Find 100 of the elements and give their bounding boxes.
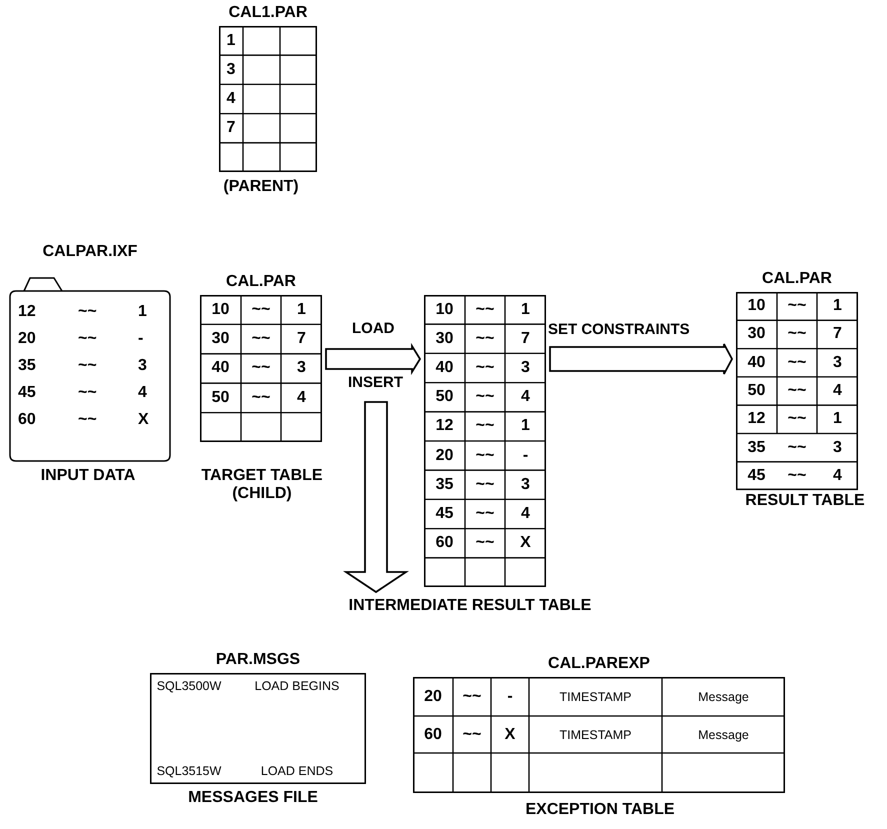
cell-value: 45 [18, 384, 36, 402]
cell-value: 3 [521, 476, 530, 494]
cell-value: 1 [138, 302, 147, 320]
cell-value: ~~ [476, 388, 494, 406]
cell-value: 10 [212, 300, 230, 319]
cell-value: 3 [138, 356, 147, 374]
cell-value: 45 [436, 504, 454, 523]
cell-value: 40 [748, 354, 766, 372]
table-caption: MESSAGES FILE [187, 789, 319, 807]
cell-value: ~~ [788, 438, 806, 457]
cell-value: LOAD BEGINS [254, 679, 340, 693]
cell-value: 10 [436, 300, 454, 319]
cell-value: ~~ [252, 388, 270, 407]
data-table [424, 295, 546, 587]
cell-value: 3 [297, 359, 306, 378]
cell-value: 3 [833, 438, 842, 457]
cell-value: 60 [18, 410, 36, 428]
cell-value: ~~ [788, 466, 806, 485]
cell-value: 4 [226, 90, 236, 108]
cell-value: X [138, 410, 149, 428]
process-label: SET CONSTRAINTS [548, 321, 690, 338]
data-table [219, 3, 317, 172]
cell-value: X [504, 726, 516, 744]
process-label: LOAD [352, 320, 394, 337]
cell-value: 4 [138, 384, 147, 402]
cell-value: 4 [297, 388, 306, 407]
cell-value: 4 [521, 504, 530, 523]
cell-value: 50 [212, 388, 230, 407]
cell-value: 4 [833, 466, 842, 485]
cell-value: ~~ [78, 410, 97, 428]
block-arrow [343, 401, 409, 594]
cell-value: 50 [436, 388, 454, 406]
cell-value: 30 [436, 330, 454, 348]
table-caption: TARGET TABLE (CHILD) [200, 467, 324, 503]
cell-value: 30 [212, 330, 230, 348]
cell-value: ~~ [78, 302, 97, 320]
cell-value: ~~ [788, 382, 806, 400]
cell-value: SQL3500W [156, 679, 222, 693]
cell-value: 3 [833, 354, 842, 372]
cell-value: LOAD ENDS [260, 764, 334, 778]
cell-value: 10 [748, 297, 766, 316]
table-caption: (PARENT) [222, 178, 300, 196]
table-title: CALPAR.IXF [42, 243, 138, 261]
cell-value: 1 [833, 297, 842, 316]
cell-value: 3 [521, 358, 530, 377]
cell-value: 12 [18, 302, 36, 320]
cell-value: ~~ [476, 417, 494, 436]
cell-value: 7 [521, 330, 530, 348]
cell-value: 4 [521, 388, 530, 406]
cell-value: ~~ [788, 325, 806, 344]
cell-value: 20 [18, 330, 36, 348]
cell-value: 60 [424, 726, 442, 744]
cell-value: ~~ [476, 534, 494, 552]
cell-value: ~~ [476, 358, 494, 377]
process-label: INSERT [348, 374, 404, 391]
cell-value: ~~ [252, 300, 270, 319]
table-title: CAL.PAR [762, 270, 832, 288]
cell-value: 7 [833, 325, 842, 344]
cell-value: 1 [833, 410, 842, 428]
cell-value: TIMESTAMP [560, 728, 632, 742]
cell-value: ~~ [252, 359, 270, 378]
cell-value: 7 [297, 330, 306, 348]
cell-value: 35 [18, 356, 36, 374]
cell-value: ~~ [476, 504, 494, 523]
cell-value: ~~ [788, 297, 806, 316]
cell-value: ~~ [462, 726, 482, 744]
cell-value: 12 [748, 410, 766, 428]
cell-value: - [522, 446, 528, 465]
cell-value: ~~ [476, 476, 494, 494]
table-title: PAR.MSGS [216, 651, 300, 669]
cell-value: 1 [226, 32, 236, 50]
cell-value: 20 [436, 446, 454, 465]
table-title: CAL.PAR [226, 273, 296, 291]
file-folder [10, 243, 170, 461]
cell-value: TIMESTAMP [560, 690, 632, 704]
cell-value: 1 [521, 300, 530, 319]
cell-value: X [520, 534, 531, 552]
table-caption: EXCEPTION TABLE [524, 801, 676, 819]
cell-value: - [138, 330, 144, 348]
cell-value: 50 [748, 382, 766, 400]
cell-value: 20 [424, 688, 442, 706]
cell-value: ~~ [78, 384, 97, 402]
cell-value: ~~ [78, 356, 97, 374]
cell-value: 30 [748, 325, 766, 344]
cell-value: ~~ [788, 410, 806, 428]
cell-value: ~~ [476, 300, 494, 319]
cell-value: ~~ [252, 330, 270, 348]
table-title: CAL.PAREXP [548, 655, 650, 673]
cell-value: 40 [212, 359, 230, 378]
cell-value: 35 [748, 438, 766, 457]
table-caption: INTERMEDIATE RESULT TABLE [348, 597, 592, 615]
table-caption: INPUT DATA [40, 467, 136, 485]
cell-value: 60 [436, 534, 454, 552]
cell-value: Message [698, 690, 749, 704]
cell-value: ~~ [788, 354, 806, 372]
cell-value: 1 [297, 300, 306, 319]
cell-value: 1 [521, 417, 530, 436]
cell-value: 12 [436, 417, 454, 436]
cell-value: 40 [436, 358, 454, 377]
block-arrow [325, 342, 422, 376]
